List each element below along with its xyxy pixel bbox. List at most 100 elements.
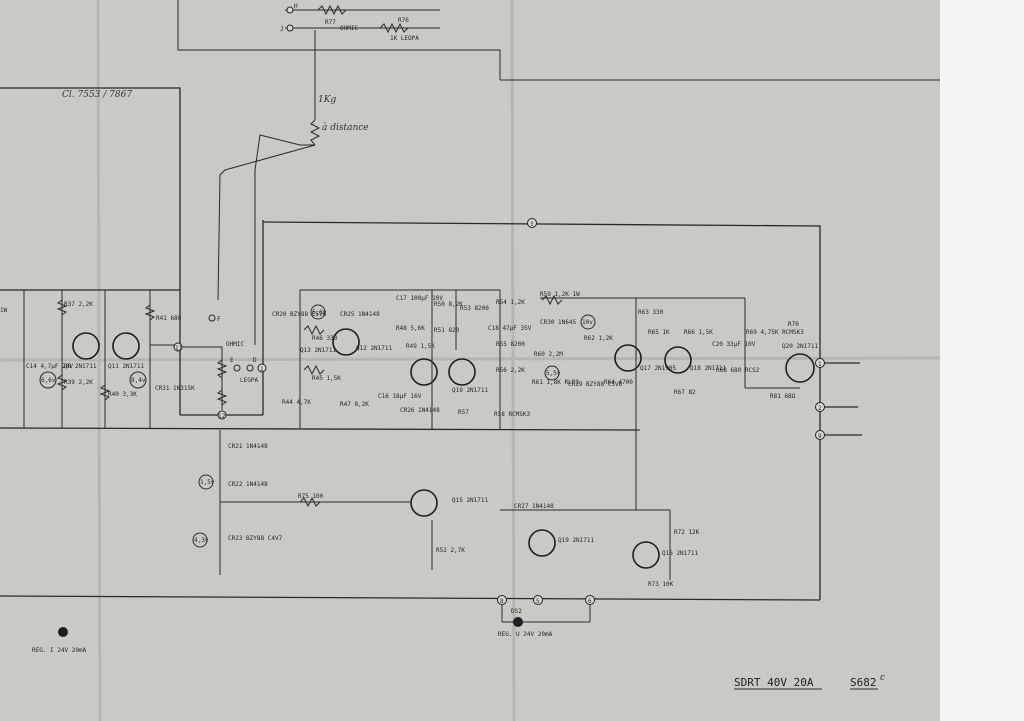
- svg-text:R75 100: R75 100: [298, 493, 324, 500]
- transistor-q15: [410, 489, 438, 517]
- svg-text:10v: 10v: [582, 319, 593, 326]
- transistor-q14: [410, 358, 438, 386]
- svg-text:R63 330: R63 330: [638, 309, 664, 316]
- top-box: H J R77 OHMIC R76 1K LEOPA: [177, 0, 940, 81]
- ds2-label: DS2: [511, 608, 522, 615]
- svg-text:R37 2,2K: R37 2,2K: [64, 301, 93, 308]
- terminal-h-label: H: [294, 3, 298, 10]
- svg-text:6: 6: [588, 598, 592, 605]
- annotation-1kg: 1Kg: [318, 95, 336, 105]
- svg-text:R64 4700: R64 4700: [604, 379, 633, 386]
- svg-text:R51 820: R51 820: [434, 327, 460, 334]
- paper-fold: [0, 356, 941, 362]
- svg-text:5: 5: [536, 598, 540, 605]
- transistor-q19b: [528, 529, 556, 557]
- reg-i-label: REG. I 24V 20mA: [32, 647, 87, 654]
- svg-text:F: F: [217, 316, 221, 323]
- svg-text:CR29 BZY88 C5V6: CR29 BZY88 C5V6: [568, 381, 623, 388]
- svg-text:Q19 2N1711: Q19 2N1711: [452, 387, 489, 394]
- svg-text:8: 8: [500, 598, 504, 605]
- terminal-5: [533, 595, 543, 605]
- svg-text:CR30 1N645: CR30 1N645: [540, 319, 577, 326]
- svg-text:R39 2,2K: R39 2,2K: [64, 379, 93, 386]
- transistor-q18: [664, 346, 692, 374]
- svg-text:5,5v: 5,5v: [546, 370, 561, 377]
- svg-text:C18 47µF 35V: C18 47µF 35V: [488, 325, 532, 332]
- svg-text:C14 4,7µF 20V: C14 4,7µF 20V: [26, 363, 73, 370]
- svg-text:6,6v: 6,6v: [41, 377, 56, 384]
- svg-text:8,4v: 8,4v: [131, 377, 146, 384]
- svg-text:Q8 2N1711: Q8 2N1711: [64, 363, 97, 370]
- svg-text:R53 8200: R53 8200: [460, 305, 489, 312]
- svg-text:CR25 1N4148: CR25 1N4148: [340, 311, 380, 318]
- svg-text:R41 680: R41 680: [156, 315, 182, 322]
- svg-text:3: 3: [530, 221, 534, 228]
- svg-text:9: 9: [818, 433, 822, 440]
- svg-text:OHMIC: OHMIC: [226, 341, 244, 348]
- r76-value: 1K LEOPA: [390, 35, 419, 42]
- svg-text:R72 12K: R72 12K: [674, 529, 700, 536]
- svg-text:R56 2,2K: R56 2,2K: [496, 367, 525, 374]
- svg-text:1: 1: [260, 366, 264, 373]
- svg-text:R62 1,2K: R62 1,2K: [584, 335, 613, 342]
- svg-text:CR21 1N4148: CR21 1N4148: [228, 443, 268, 450]
- drawing-revision: c: [880, 673, 885, 683]
- svg-text:CR26 1N4148: CR26 1N4148: [400, 407, 440, 414]
- svg-text:R44 4,7K: R44 4,7K: [282, 399, 311, 406]
- svg-text:R45 1,5K: R45 1,5K: [312, 375, 341, 382]
- mode-switch: 11 12 1 F E D OHMIC LEGPA: [173, 314, 267, 420]
- svg-text:R59 1,2K 1W: R59 1,2K 1W: [540, 291, 580, 298]
- svg-text:4,3v: 4,3v: [194, 537, 209, 544]
- transistor-q8: [72, 332, 100, 360]
- svg-text:R67 82: R67 82: [674, 389, 696, 396]
- indicator-lamps: REG. I 24V 20mA DS2 REG. U 24V 20mA: [32, 604, 591, 654]
- remote-coil: 1Kg à distance: [217, 30, 369, 345]
- svg-text:Q12 2N1711: Q12 2N1711: [356, 345, 393, 352]
- svg-text:LEGPA: LEGPA: [240, 377, 258, 384]
- pin-12: [217, 410, 227, 420]
- svg-text:CR23 BZY88 C4V7: CR23 BZY88 C4V7: [228, 535, 283, 542]
- class-label: Cl. 7553 / 7867: [62, 90, 132, 100]
- svg-text:R47 8,2K: R47 8,2K: [340, 401, 369, 408]
- title-block: SDRT 40V 20A S682 c: [734, 673, 885, 690]
- right-section: R59 1,2K 1W 10v CR30 1N645 R62 1,2K R60 …: [532, 291, 819, 510]
- svg-text:R81 68Ω: R81 68Ω: [770, 393, 796, 400]
- svg-text:1: 1: [818, 361, 822, 368]
- svg-text:D: D: [253, 357, 257, 364]
- svg-text:R50 8,2K: R50 8,2K: [434, 301, 463, 308]
- svg-text:C17 100µF 10V: C17 100µF 10V: [396, 295, 443, 302]
- r77-label: R77: [325, 19, 336, 26]
- svg-text:Q20 2N1711: Q20 2N1711: [782, 343, 819, 350]
- svg-text:C16 18µF 16V: C16 18µF 16V: [378, 393, 422, 400]
- transistor-q17: [614, 344, 642, 372]
- svg-text:Q19 2N1711: Q19 2N1711: [558, 537, 595, 544]
- svg-text:1W: 1W: [0, 307, 8, 314]
- terminal-3: [527, 218, 537, 228]
- svg-text:R73 10K: R73 10K: [648, 581, 674, 588]
- svg-text:CR22 1N4148: CR22 1N4148: [228, 481, 268, 488]
- svg-text:R55 8200: R55 8200: [496, 341, 525, 348]
- svg-text:Q13 2N1711: Q13 2N1711: [300, 347, 337, 354]
- svg-text:R66 1,5K: R66 1,5K: [684, 329, 713, 336]
- svg-text:R54 1,2K: R54 1,2K: [496, 299, 525, 306]
- svg-text:R46 330: R46 330: [312, 335, 338, 342]
- svg-text:Q17 2N1905: Q17 2N1905: [640, 365, 677, 372]
- r76-label: R76: [398, 17, 409, 24]
- transistor-q11: [112, 332, 140, 360]
- svg-text:CR27 1N4148: CR27 1N4148: [514, 503, 554, 510]
- middle-section: 6,6v CR20 BZY88 C5V6 R46 330 R45 1,5K R4…: [272, 289, 532, 430]
- svg-text:CR31 1N315K: CR31 1N315K: [155, 385, 195, 392]
- svg-text:Q11 2N1711: Q11 2N1711: [108, 363, 145, 370]
- terminal-nodes: 3 1 2 9 8 5 6: [497, 218, 825, 605]
- lower-section: CR21 1N4148 1,5v CR22 1N4148 4,3v CR23 B…: [192, 430, 700, 588]
- reg-u-label: REG. U 24V 20mA: [498, 631, 553, 638]
- transistor-q20: [785, 353, 815, 383]
- svg-text:R48 5,6K: R48 5,6K: [396, 325, 425, 332]
- svg-text:R70: R70: [788, 321, 799, 328]
- paper-fold: [510, 0, 516, 721]
- transistor-q13: [332, 328, 360, 356]
- svg-text:1,5v: 1,5v: [200, 479, 215, 486]
- drawing-title: SDRT 40V 20A: [734, 676, 814, 689]
- svg-text:R58 RCMSK3: R58 RCMSK3: [494, 411, 531, 418]
